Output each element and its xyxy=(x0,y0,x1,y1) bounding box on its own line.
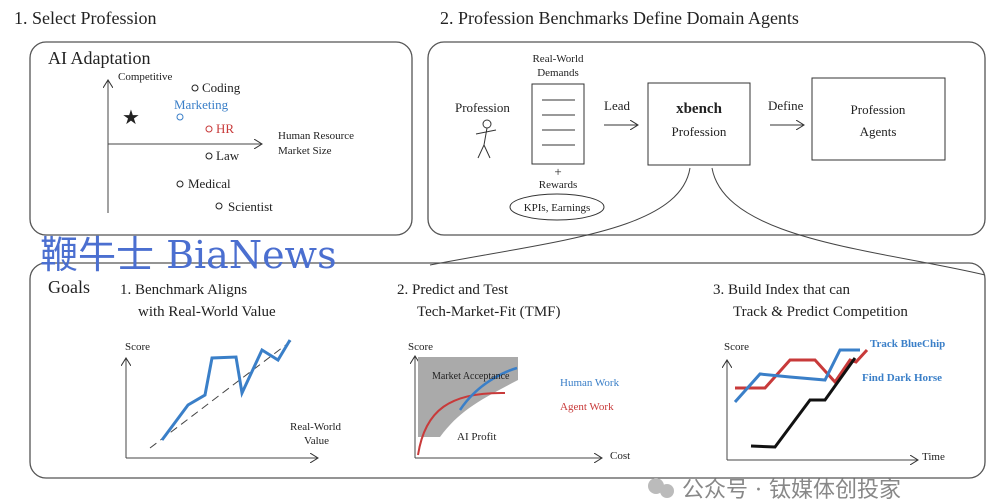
kpis-ellipse xyxy=(509,193,605,221)
agent-work-curve xyxy=(417,391,506,456)
profession-scientist[interactable]: Scientist xyxy=(215,199,273,214)
chart3-darkhorse-line xyxy=(750,357,857,449)
xbench-title: xbench xyxy=(676,101,723,117)
goal3-line1: 3. Build Index that can xyxy=(713,282,851,298)
svg-text:Scientist: Scientist xyxy=(228,199,273,214)
rewards-label: Rewards xyxy=(539,179,578,191)
profession-law[interactable]: Law xyxy=(205,148,240,163)
goal2-line1: 2. Predict and Test xyxy=(397,282,509,298)
chart1-benchmark-line xyxy=(160,339,292,441)
svg-text:公众号 · 钛媒体创投家: 公众号 · 钛媒体创投家 xyxy=(682,478,901,499)
agents-label-2: Agents xyxy=(860,124,897,139)
x-axis-label-2: Market Size xyxy=(278,145,332,157)
kpis-label: KPIs, Earnings xyxy=(524,202,591,214)
y-axis-label: Competitive xyxy=(118,71,173,83)
agents-label-1: Profession xyxy=(851,102,906,117)
svg-text:Law: Law xyxy=(216,148,240,163)
chart3-y-label: Score xyxy=(724,341,749,353)
benchmarks-box xyxy=(427,41,986,236)
chart3-x-label: Time xyxy=(922,451,945,463)
connector-left xyxy=(429,167,691,266)
chart1-y-label: Score xyxy=(125,341,150,353)
ai-adaptation-box xyxy=(29,41,413,236)
person-icon xyxy=(475,119,497,159)
svg-text:Marketing: Marketing xyxy=(174,97,229,112)
goal1-line2: with Real-World Value xyxy=(138,304,276,320)
chart1-x-label-2: Value xyxy=(304,435,329,447)
agents-box xyxy=(811,77,946,161)
goal3-line2: Track & Predict Competition xyxy=(733,304,908,320)
wechat-watermark: 公众号 · 钛媒体创投家 xyxy=(648,478,901,499)
ai-adaptation-title: AI Adaptation xyxy=(48,48,150,68)
lead-label: Lead xyxy=(604,98,630,113)
goal1-line1: 1. Benchmark Aligns xyxy=(120,282,247,298)
star-icon: ★ xyxy=(122,107,140,129)
profession-marketing[interactable]: Marketing xyxy=(174,97,229,121)
svg-text:Medical: Medical xyxy=(188,176,231,191)
goals-title: Goals xyxy=(48,277,90,297)
demands-label-2: Demands xyxy=(537,67,579,79)
profession-coding[interactable]: Coding xyxy=(191,80,241,95)
section2-title: 2. Profession Benchmarks Define Domain A… xyxy=(440,8,799,28)
chart3-red-line xyxy=(735,348,869,390)
profession-hr[interactable]: HR xyxy=(205,121,234,136)
human-work-label: Human Work xyxy=(560,377,620,389)
bianews-watermark: 鞭牛士 BiaNews xyxy=(40,233,337,277)
chart3-bluechip-line xyxy=(733,348,860,403)
plus-sign: + xyxy=(554,164,561,179)
profession-medical[interactable]: Medical xyxy=(176,176,231,191)
goal2-line2: Tech-Market-Fit (TMF) xyxy=(417,304,561,320)
ai-profit-label: AI Profit xyxy=(457,431,496,443)
find-dark-horse-label: Find Dark Horse xyxy=(862,372,942,384)
chart1-ideal-line xyxy=(149,337,296,449)
track-bluechip-label: Track BlueChip xyxy=(870,338,945,350)
chart2-x-label: Cost xyxy=(610,450,630,462)
x-axis-label-1: Human Resource xyxy=(278,130,354,142)
define-label: Define xyxy=(768,98,804,113)
xbench-subtitle: Profession xyxy=(672,124,727,139)
agent-work-label: Agent Work xyxy=(560,401,614,413)
document-icon xyxy=(531,83,585,165)
demands-label-1: Real-World xyxy=(532,53,584,65)
svg-text:Coding: Coding xyxy=(202,80,241,95)
market-acceptance-label: Market Acceptance xyxy=(432,371,510,382)
chart1-x-label-1: Real-World xyxy=(290,421,342,433)
connector-right xyxy=(711,167,986,276)
goals-box xyxy=(29,262,986,479)
svg-text:HR: HR xyxy=(216,121,234,136)
chart2-y-label: Score xyxy=(408,341,433,353)
profession-label: Profession xyxy=(455,100,510,115)
section1-title: 1. Select Profession xyxy=(14,8,156,28)
human-work-curve xyxy=(458,366,518,411)
xbench-box xyxy=(647,82,751,166)
